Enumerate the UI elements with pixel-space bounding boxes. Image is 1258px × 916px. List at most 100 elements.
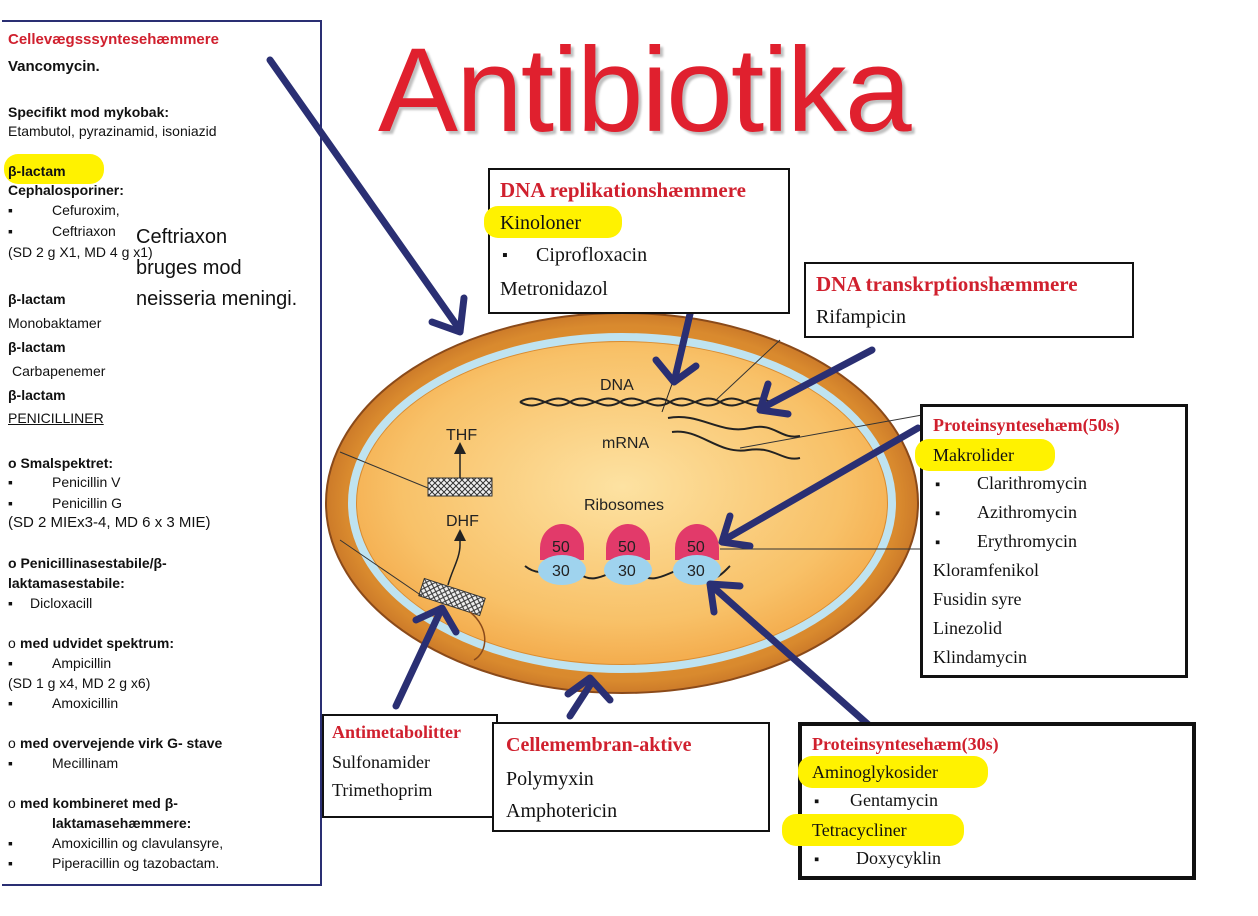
mecillinam-item: Mecillinam [52, 755, 119, 771]
penicillin-v-item: Penicillin V [52, 474, 121, 490]
ampicillin-item: Ampicillin [52, 655, 112, 671]
blactam-label-1: β-lactam [8, 163, 66, 179]
klindamycin-label: Klindamycin [933, 647, 1027, 667]
cytoplasm [357, 342, 887, 664]
bullet: ▪ [8, 223, 13, 239]
bullet: ▪ [8, 474, 13, 490]
ribosome [604, 524, 652, 585]
note-line: Ceftriaxon [136, 226, 228, 248]
polymyxin-label: Polymyxin [506, 768, 594, 790]
leader-line [339, 451, 429, 489]
dhf-label: DHF [446, 513, 479, 530]
enzyme-block [418, 577, 486, 617]
rifampicin-label: Rifampicin [816, 306, 906, 328]
note-line: neisseria meningi. [136, 288, 298, 310]
arrow-dna-replication [652, 310, 700, 386]
bullet: ▪ [935, 477, 941, 493]
dna-label: DNA [600, 377, 634, 394]
clarithromycin-item: Clarithromycin [977, 473, 1087, 493]
antimetabolites-heading: Antimetabolitter [332, 722, 461, 742]
cephalosporiner-heading: Cephalosporiner: [8, 182, 124, 198]
highlight-aminoglykosider [798, 756, 988, 788]
cell-membrane [348, 333, 896, 673]
azithromycin-item: Azithromycin [977, 502, 1077, 522]
bullet: ▪ [8, 695, 13, 711]
bullet: ▪ [8, 655, 13, 671]
ceftriaxon-item: Ceftriaxon [52, 223, 116, 239]
mrna-strand [667, 416, 801, 438]
protein-30s-heading: Proteinsyntesehæm(30s) [812, 734, 999, 754]
arrow-protein-30s [706, 580, 876, 732]
metronidazol-label: Metronidazol [500, 278, 608, 300]
amoxicillin-item: Amoxicillin [52, 695, 119, 711]
dna-replication-box: DNA replikationshæmmere Kinoloner ▪ Cipr… [484, 168, 790, 314]
kloramfenikol-label: Kloramfenikol [933, 560, 1039, 580]
sulfonamider-label: Sulfonamider [332, 752, 430, 772]
penicillinase-heading-2: laktamasestabile: [8, 575, 125, 591]
gstave-o: o [8, 735, 16, 751]
arrow-dna-transcription [756, 346, 876, 418]
linezolid-label: Linezolid [933, 618, 1002, 638]
leader-line [715, 339, 781, 401]
makrolider-label: Makrolider [933, 445, 1014, 465]
blactam-label-4: β-lactam [8, 387, 66, 403]
ceftriaxon-note: Ceftriaxon bruges mod neisseria meningi. [136, 222, 336, 315]
fusidin-syre-label: Fusidin syre [933, 589, 1022, 609]
leader-line [339, 539, 423, 597]
amphotericin-label: Amphotericin [506, 800, 618, 822]
highlight-blactam [4, 154, 104, 184]
cell-membrane-box: Cellemembran-aktive Polymyxin Amphoteric… [492, 722, 770, 832]
ceftriaxon-dose: (SD 2 g X1, MD 4 g x1) [8, 244, 153, 260]
aminoglykosider-label: Aminoglykosider [812, 762, 938, 782]
enzyme-block [427, 477, 493, 497]
ribosome-50-label: 50 [552, 539, 570, 556]
leader-line [739, 414, 923, 449]
mrna-label: mRNA [602, 435, 649, 452]
amox-clav-item: Amoxicillin og clavulansyre, [52, 835, 224, 851]
ribosome-30-label: 30 [687, 563, 705, 580]
highlight-kinoloner [484, 206, 622, 238]
trimethoprim-label: Trimethoprim [332, 780, 433, 800]
penicillin-g-item: Penicillin G [52, 495, 123, 511]
cell-wall-heading: Cellevægsssyntesehæmmere [8, 31, 219, 48]
bullet: ▪ [8, 855, 13, 871]
udvidet-heading: med udvidet spektrum: [20, 635, 175, 651]
pathway-arrow [447, 529, 466, 586]
monobaktamer-label: Monobaktamer [8, 315, 102, 331]
bullet: ▪ [814, 794, 820, 810]
ribosomes-label: Ribosomes [584, 497, 664, 514]
pip-tazo-item: Piperacillin og tazobactam. [52, 855, 220, 871]
highlight-makrolider [915, 439, 1055, 471]
bullet: ▪ [814, 852, 820, 868]
arrow-cell-wall [266, 56, 468, 336]
mrna-strand [671, 430, 801, 460]
bullet: ▪ [8, 835, 13, 851]
highlight-tetracycliner [782, 814, 964, 846]
ribosome-30-label: 30 [618, 563, 636, 580]
cefuroxim-item: Cefuroxim, [52, 202, 120, 218]
ribosome-50-label: 50 [618, 539, 636, 556]
kombineret-heading-2: laktamasehæmmere: [52, 815, 192, 831]
ribosome [538, 524, 586, 585]
arrow-membrane [564, 674, 614, 720]
bullet: ▪ [502, 247, 508, 264]
protein-30s-box: Proteinsyntesehæm(30s) Aminoglykosider ▪… [782, 722, 1196, 880]
kombineret-heading-1: med kombineret med β- [20, 795, 178, 811]
kinoloner-label: Kinoloner [500, 212, 582, 234]
udvidet-o: o [8, 635, 16, 651]
protein-50s-box: Proteinsyntesehæm(50s) Makrolider ▪ Clar… [915, 404, 1188, 678]
ribosome-30-label: 30 [552, 563, 570, 580]
doxycyklin-item: Doxycyklin [856, 848, 941, 868]
protein-50s-heading: Proteinsyntesehæm(50s) [933, 415, 1120, 435]
pointer-line [661, 383, 673, 413]
antimetabolites-box: Antimetabolitter Sulfonamider Trimethopr… [322, 714, 498, 818]
bullet: ▪ [8, 202, 13, 218]
bullet: ▪ [8, 595, 13, 611]
cell-membrane-heading: Cellemembran-aktive [506, 734, 692, 756]
blactam-label-2: β-lactam [8, 291, 66, 307]
mykobak-heading: Specifikt mod mykobak: [8, 104, 170, 120]
gstave-heading: med overvejende virk G- stave [20, 735, 223, 751]
bullet: ▪ [8, 495, 13, 511]
ribosome-50-label: 50 [687, 539, 705, 556]
bullet: ▪ [935, 535, 941, 551]
